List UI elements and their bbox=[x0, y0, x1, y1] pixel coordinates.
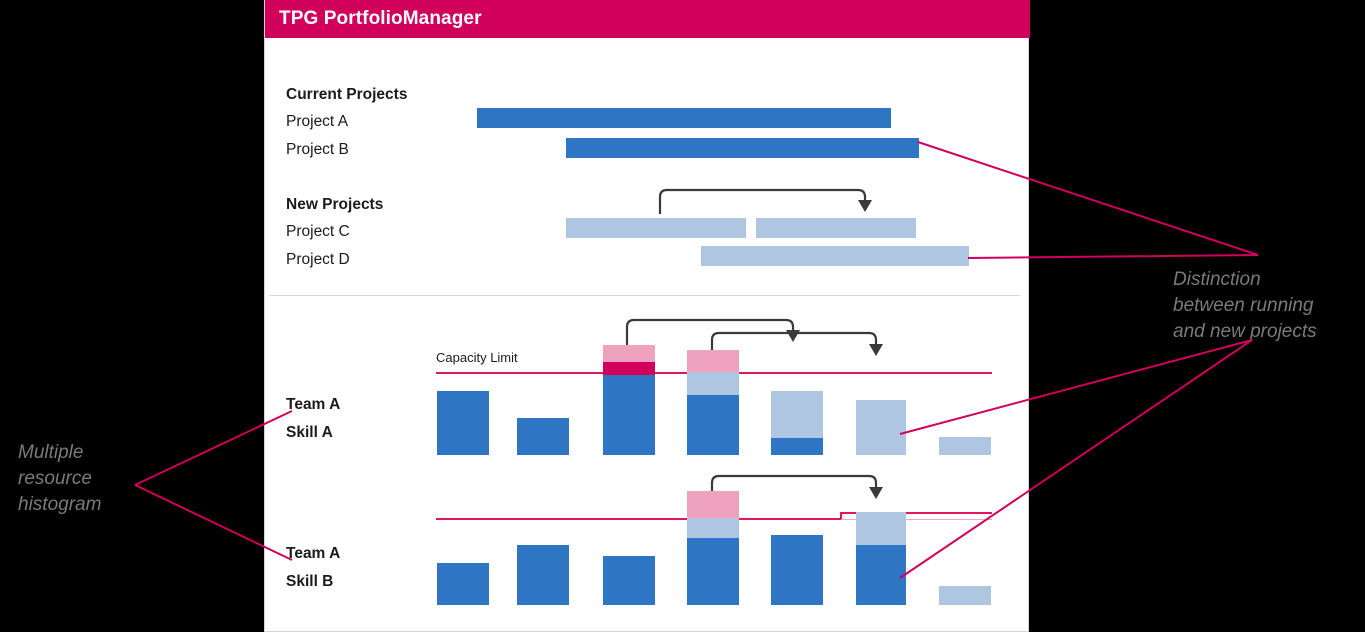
gantt-bar-project-a[interactable] bbox=[477, 108, 891, 128]
segment-current-load bbox=[771, 535, 823, 605]
segment-current-load bbox=[771, 438, 823, 455]
histogram-2-bar-6[interactable] bbox=[856, 512, 906, 605]
annotation-left-line-2: resource bbox=[18, 468, 92, 489]
histogram-2-bar-4[interactable] bbox=[687, 491, 739, 605]
segment-new-load bbox=[856, 512, 906, 545]
histogram-2-bar-7[interactable] bbox=[939, 586, 991, 605]
segment-current-load bbox=[687, 395, 739, 455]
segment-overload-pink bbox=[603, 345, 655, 362]
histogram-1-bar-7[interactable] bbox=[939, 437, 991, 455]
segment-current-load bbox=[603, 375, 655, 455]
histogram-1-team-label: Team A bbox=[286, 396, 341, 413]
capacity-limit-line-2-step bbox=[840, 512, 842, 520]
segment-current-load bbox=[856, 545, 906, 605]
annotation-left: Multiple resource histogram bbox=[18, 440, 101, 518]
segment-current-load bbox=[603, 556, 655, 605]
annotation-left-line-3: histogram bbox=[18, 494, 102, 515]
annotation-right-line-2: between running bbox=[1173, 295, 1314, 316]
gantt-row-label-project-d: Project D bbox=[286, 251, 350, 268]
segment-current-load bbox=[437, 391, 489, 455]
histogram-1-bar-6[interactable] bbox=[856, 400, 906, 455]
portfolio-manager-window: TPG PortfolioManager Current Projects Pr… bbox=[264, 0, 1030, 632]
histogram-2-bar-3[interactable] bbox=[603, 556, 655, 605]
gantt-bar-project-b[interactable] bbox=[566, 138, 919, 158]
segment-new-load bbox=[687, 518, 739, 538]
capacity-limit-label: Capacity Limit bbox=[436, 350, 518, 365]
histogram-2-bar-2[interactable] bbox=[517, 545, 569, 605]
segment-current-load bbox=[517, 545, 569, 605]
segment-current-load bbox=[437, 563, 489, 605]
segment-new-load bbox=[687, 372, 739, 395]
histogram-2-bar-1[interactable] bbox=[437, 563, 489, 605]
histogram-1-bar-5[interactable] bbox=[771, 391, 823, 455]
segment-new-load bbox=[939, 586, 991, 605]
histogram-1-skill-label: Skill A bbox=[286, 424, 333, 441]
window-title-bar: TPG PortfolioManager bbox=[265, 0, 1030, 38]
segment-overload-pink bbox=[687, 350, 739, 372]
segment-overload-crimson bbox=[603, 362, 655, 375]
gantt-row-label-project-c: Project C bbox=[286, 223, 350, 240]
histogram-1-bar-2[interactable] bbox=[517, 418, 569, 455]
histogram-2-team-label: Team A bbox=[286, 545, 341, 562]
segment-new-load bbox=[939, 437, 991, 455]
segment-new-load bbox=[856, 400, 906, 455]
segment-overload-pink bbox=[687, 491, 739, 518]
segment-current-load bbox=[517, 418, 569, 455]
new-projects-heading: New Projects bbox=[286, 196, 384, 213]
annotation-left-line-1: Multiple bbox=[18, 442, 84, 463]
histogram-2-skill-label: Skill B bbox=[286, 573, 334, 590]
histogram-2-bar-5[interactable] bbox=[771, 535, 823, 605]
histogram-1-bar-3[interactable] bbox=[603, 345, 655, 455]
segment-current-load bbox=[687, 538, 739, 605]
current-projects-heading: Current Projects bbox=[286, 86, 408, 103]
gantt-row-label-project-a: Project A bbox=[286, 113, 349, 130]
annotation-right-line-1: Distinction bbox=[1173, 269, 1261, 290]
gantt-bar-project-c-segment-2[interactable] bbox=[756, 218, 916, 238]
annotation-right: Distinction between running and new proj… bbox=[1173, 267, 1317, 345]
section-divider bbox=[269, 295, 1020, 296]
gantt-row-label-project-b: Project B bbox=[286, 141, 349, 158]
capacity-limit-line-2-lower bbox=[436, 518, 841, 520]
window-title: TPG PortfolioManager bbox=[279, 8, 482, 29]
histogram-1-bar-1[interactable] bbox=[437, 391, 489, 455]
annotation-right-line-3: and new projects bbox=[1173, 321, 1317, 342]
gantt-bar-project-c-segment-1[interactable] bbox=[566, 218, 746, 238]
gantt-bar-project-d[interactable] bbox=[701, 246, 969, 266]
segment-new-load bbox=[771, 391, 823, 438]
histogram-1-bar-4[interactable] bbox=[687, 350, 739, 455]
